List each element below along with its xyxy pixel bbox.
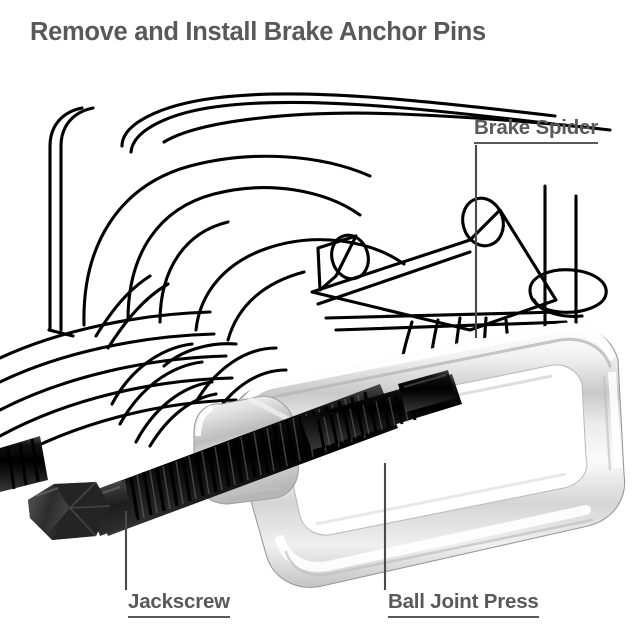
brake-assembly-lineart bbox=[0, 92, 612, 464]
press-screw-left-stub bbox=[0, 436, 48, 492]
leader-lines bbox=[124, 144, 478, 591]
label-ball-joint-press: Ball Joint Press bbox=[388, 590, 539, 618]
label-brake-spider: Brake Spider bbox=[474, 116, 598, 144]
label-jackscrew: Jackscrew bbox=[128, 590, 230, 618]
press-screw-tip bbox=[398, 370, 456, 412]
page-title: Remove and Install Brake Anchor Pins bbox=[30, 18, 486, 46]
